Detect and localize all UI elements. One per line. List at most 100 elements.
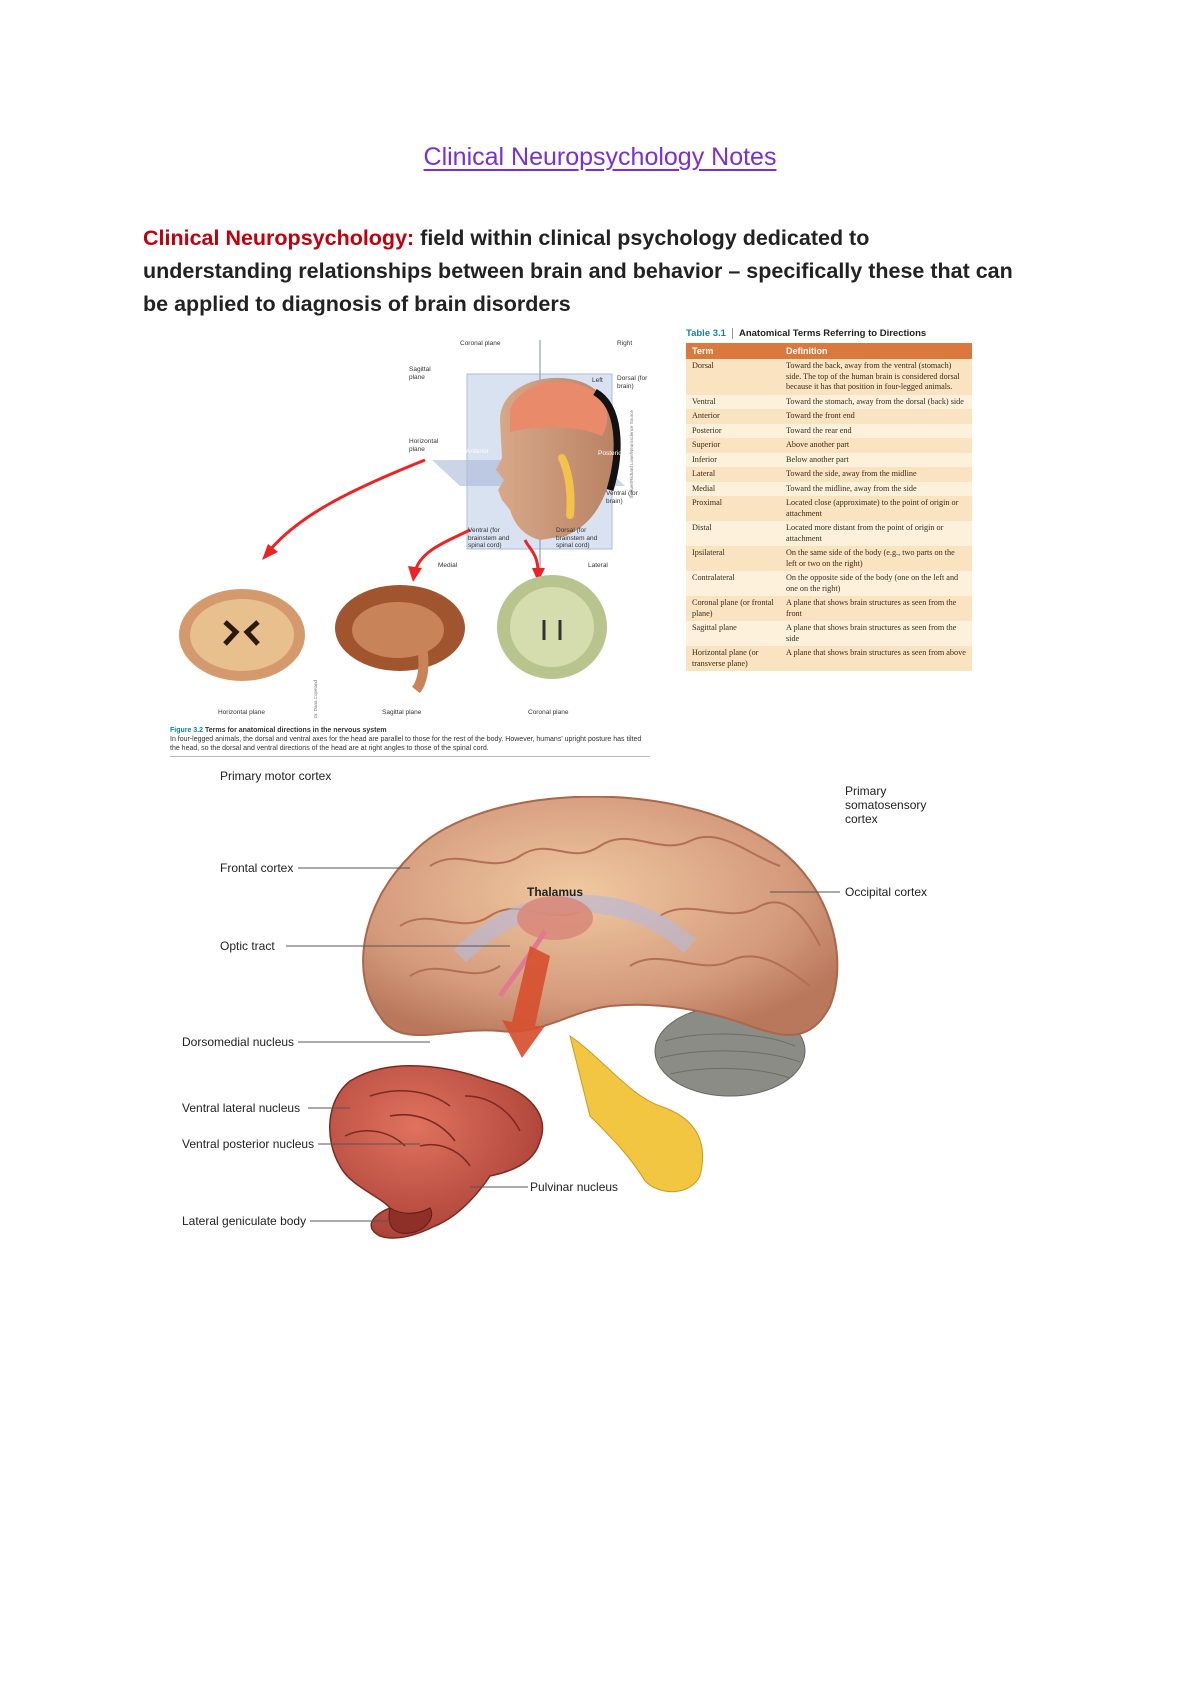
term-cell: Coronal plane (or frontal plane): [686, 596, 780, 621]
lateral-label: Lateral: [588, 562, 608, 569]
anatomical-directions-figure: Coronal plane Right Sagittal plane Left …: [170, 340, 652, 765]
term-cell: Posterior: [686, 423, 780, 438]
definition-cell: Located more distant from the point of o…: [780, 521, 972, 546]
label-ventral-posterior-nucleus: Ventral posterior nucleus: [182, 1137, 315, 1151]
coronal-caption: Coronal plane: [528, 709, 569, 716]
table-row: Horizontal plane (or transverse plane)A …: [686, 646, 972, 671]
definition-cell: Toward the midline, away from the side: [780, 481, 972, 496]
term-cell: Ventral: [686, 394, 780, 409]
horizontal-caption: Horizontal plane: [218, 709, 265, 716]
label-ventral-lateral-nucleus: Ventral lateral nucleus: [182, 1101, 301, 1115]
right-label: Right: [617, 340, 633, 347]
definition-cell: Above another part: [780, 438, 972, 453]
table-number: Table 3.1: [686, 328, 733, 339]
figure-caption: Figure 3.2 Terms for anatomical directio…: [170, 726, 650, 753]
term-cell: Inferior: [686, 452, 780, 467]
term-cell: Superior: [686, 438, 780, 453]
dorsal-brain-label: Dorsal (for brain): [617, 375, 648, 390]
term-cell: Sagittal plane: [686, 621, 780, 646]
anterior-label: Anterior: [466, 448, 489, 455]
label-primary-somatosensory-1: Primary: [845, 784, 887, 798]
anatomical-directions-illustration: [179, 340, 625, 694]
table-title-bar: Table 3.1 Anatomical Terms Referring to D…: [686, 324, 972, 343]
cerebrum-shape: [362, 796, 839, 1036]
label-primary-somatosensory-3: cortex: [845, 812, 878, 826]
caption-divider: [170, 756, 650, 757]
definition-cell: On the opposite side of the body (one on…: [780, 571, 972, 596]
term-cell: Contralateral: [686, 571, 780, 596]
label-thalamus: Thalamus: [527, 885, 584, 899]
figure-number: Figure 3.2: [170, 727, 204, 734]
definition-cell: Toward the front end: [780, 409, 972, 424]
illustration-credit: Sinauer/Richard Lowe/Neuroscience Source: [629, 410, 634, 499]
thalamus-illustration: [286, 796, 840, 1239]
intro-definition: field within clinical psychology dedicat…: [143, 226, 1013, 316]
definition-cell: Toward the side, away from the midline: [780, 467, 972, 482]
definition-cell: On the same side of the body (e.g., two …: [780, 546, 972, 571]
figure-caption-title: Terms for anatomical directions in the n…: [205, 727, 387, 734]
definition-cell: A plane that shows brain structures as s…: [780, 596, 972, 621]
definition-cell: Below another part: [780, 452, 972, 467]
term-cell: Distal: [686, 521, 780, 546]
table-row: Coronal plane (or frontal plane)A plane …: [686, 596, 972, 621]
arrow-shape: [502, 946, 550, 1058]
label-pulvinar-nucleus: Pulvinar nucleus: [530, 1180, 619, 1194]
directions-table: Table 3.1 Anatomical Terms Referring to D…: [686, 324, 972, 671]
horizontal-plane-label: Horizontal plane: [409, 438, 439, 453]
label-optic-tract: Optic tract: [220, 939, 275, 953]
label-frontal-cortex: Frontal cortex: [220, 861, 294, 875]
term-cell: Ipsilateral: [686, 546, 780, 571]
posterior-label: Posterior: [598, 450, 625, 457]
term-cell: Medial: [686, 481, 780, 496]
sagittal-caption: Sagittal plane: [382, 709, 422, 716]
label-primary-somatosensory-2: somatosensory: [845, 798, 927, 812]
term-cell: Anterior: [686, 409, 780, 424]
definition-cell: Toward the back, away from the ventral (…: [780, 359, 972, 395]
header-definition: Definition: [780, 343, 972, 359]
intro-term: Clinical Neuropsychology:: [143, 226, 415, 250]
label-primary-motor-cortex: Primary motor cortex: [220, 769, 332, 783]
brainstem-shape: [569, 1034, 704, 1193]
term-cell: Lateral: [686, 467, 780, 482]
thalamus-figure: Primary motor cortex Frontal cortex Opti…: [182, 769, 1020, 1356]
thalamus-shape: [517, 896, 593, 940]
coronal-plane-label: Coronal plane: [460, 340, 501, 347]
table-title: Anatomical Terms Referring to Directions: [738, 328, 927, 339]
ventral-brainstem-label: Ventral (for brainstem and spinal cord): [468, 527, 510, 549]
definition-cell: A plane that shows brain structures as s…: [780, 621, 972, 646]
figure-caption-text: In four-legged animals, the dorsal and v…: [170, 736, 642, 752]
ventral-brain-label: Ventral (for brain): [606, 490, 638, 505]
definition-cell: Toward the stomach, away from the dorsal…: [780, 394, 972, 409]
brain-shape: [510, 381, 608, 436]
term-cell: Proximal: [686, 496, 780, 521]
definition-cell: Toward the rear end: [780, 423, 972, 438]
term-cell: Dorsal: [686, 359, 780, 395]
medial-label: Medial: [438, 562, 458, 569]
dorsal-brainstem-label: Dorsal (for brainstem and spinal cord): [556, 527, 598, 549]
page-title: Clinical Neuropsychology Notes: [423, 143, 777, 171]
term-cell: Horizontal plane (or transverse plane): [686, 646, 780, 671]
intro-paragraph: Clinical Neuropsychology: field within c…: [143, 222, 1023, 321]
label-occipital-cortex: Occipital cortex: [845, 885, 928, 899]
label-lateral-geniculate-body: Lateral geniculate body: [182, 1214, 307, 1228]
definition-cell: A plane that shows brain structures as s…: [780, 646, 972, 671]
photo-credit: Dr. Dana Copeland: [313, 680, 318, 719]
header-term: Term: [686, 343, 780, 359]
sagittal-plane-label: Sagittal plane: [409, 366, 431, 381]
left-label: Left: [592, 377, 603, 384]
definition-cell: Located close (approximate) to the point…: [780, 496, 972, 521]
